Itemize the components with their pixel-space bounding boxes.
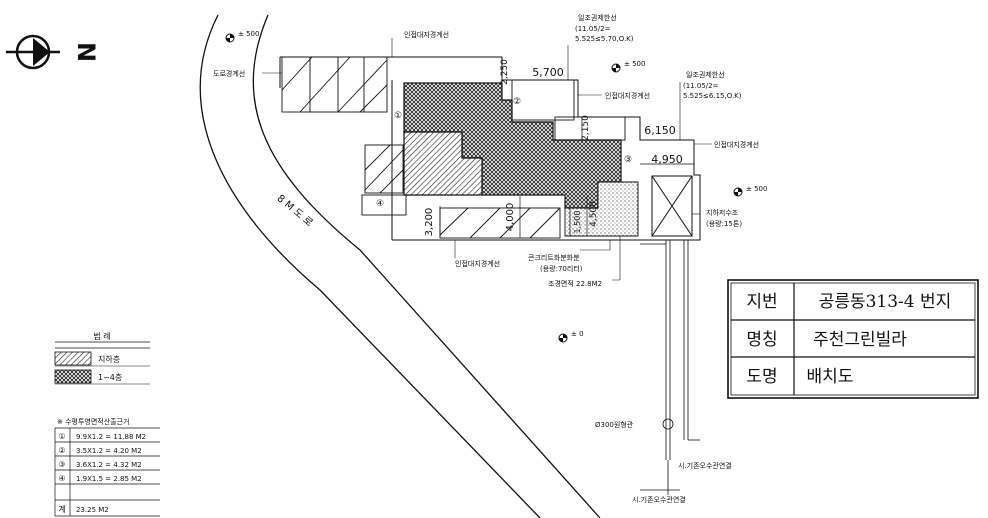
legend-title: 범 례 [93, 331, 110, 341]
drain-connection-label: 시.기존오수관연결 [678, 461, 732, 470]
legend-item-label: 1~4층 [98, 373, 122, 382]
title-block [727, 279, 979, 399]
landscape-area [564, 181, 639, 237]
dimension-label: 2,250 [500, 59, 510, 85]
dimension-label: 4,500 [589, 201, 599, 227]
callout-number: ① [394, 111, 402, 121]
title-block-value: 공릉동313-4 번지 [819, 292, 952, 312]
calc-row-expression: 9.9X1.2 = 11.88 M2 [76, 433, 146, 441]
calc-table-title: ※ 수평투영면적산출근거 [57, 417, 130, 426]
calc-total-label: 계 [58, 504, 65, 514]
neighbor-line-label: 인접대지경계선 [455, 259, 500, 268]
dimension-label: 3,200 [424, 208, 435, 237]
daylight-formula: 5.525≤6.15,O.K) [683, 92, 742, 100]
road-label: 8 M 도 로 [275, 193, 315, 229]
cistern-label: 지하저수조 [706, 208, 739, 217]
daylight-limit-label: 일조권제한선 [686, 70, 725, 79]
callout-number: ③ [624, 155, 632, 165]
daylight-limit-label: 일조권제한선 [578, 13, 617, 22]
legend-item-label: 지하층 [98, 354, 120, 364]
callout-number: ④ [376, 199, 384, 209]
elevation-label: ± 500 [238, 30, 259, 38]
calc-row-number: ③ [58, 460, 65, 469]
dimension-label: 6,150 [644, 124, 676, 137]
calc-row-number: ① [58, 432, 65, 441]
leader-lines [262, 38, 712, 281]
calc-row-number: ④ [58, 474, 65, 483]
neighbor-line-label: 인접대지경계선 [714, 140, 759, 149]
dimension-label: 2,150 [581, 115, 591, 141]
calc-row-expression: 1.9X1.5 = 2.85 M2 [76, 475, 142, 483]
dimension-label: 4,000 [505, 203, 516, 232]
landscape-area-label: 조경면적 22.8M2 [548, 279, 602, 288]
drain-pipe [640, 240, 700, 495]
title-block-value: 주천그린빌라 [813, 330, 907, 350]
plant-box-label: 콘크리트화분화분 [528, 253, 580, 262]
callout-number: ② [513, 97, 521, 107]
title-block-value: 배치도 [807, 367, 854, 387]
elevation-label: ± 0 [571, 330, 584, 338]
elevation-label: ± 500 [746, 185, 767, 193]
daylight-formula: 5.525≤5.70,O.K) [575, 35, 634, 43]
north-arrow-icon [6, 34, 60, 70]
north-label: N [72, 42, 100, 62]
daylight-formula: (11.05/2= [575, 25, 611, 33]
elevation-label: ± 500 [624, 60, 645, 68]
drain-connection-label: 시.기존오수관연결 [632, 495, 686, 504]
title-block-label: 도명 [746, 367, 777, 387]
neighbor-line-label: 인접대지경계선 [404, 30, 449, 39]
calc-table [54, 427, 160, 517]
calc-row-expression: 3.6X1.2 = 4.32 M2 [76, 461, 142, 469]
calc-row-expression: 3.5X1.2 = 4.20 M2 [76, 447, 142, 455]
dimension-lines [439, 57, 694, 238]
calc-row-number: ② [58, 446, 65, 455]
legend [54, 341, 150, 385]
dimension-label: 5,700 [532, 66, 564, 79]
neighbor-line-label: 인접대지경계선 [605, 91, 650, 100]
dimension-label: 1,500 [573, 211, 582, 234]
calc-total-value: 23.25 M2 [76, 506, 109, 514]
elevation-marker-icon [225, 33, 743, 343]
title-block-label: 명칭 [746, 330, 777, 350]
drain-pipe-label: Ø300원형관 [595, 420, 634, 429]
road [199, 14, 601, 518]
cistern-capacity: (용량:15톤) [706, 220, 742, 228]
dimension-label: 4,950 [651, 153, 683, 166]
road-boundary-label: 도로경계선 [213, 69, 245, 78]
daylight-formula: (11.05/2= [683, 82, 719, 90]
cistern-box [651, 175, 693, 237]
title-block-label: 지번 [746, 292, 777, 312]
plant-box-capacity: (용량:70리터) [540, 264, 583, 273]
